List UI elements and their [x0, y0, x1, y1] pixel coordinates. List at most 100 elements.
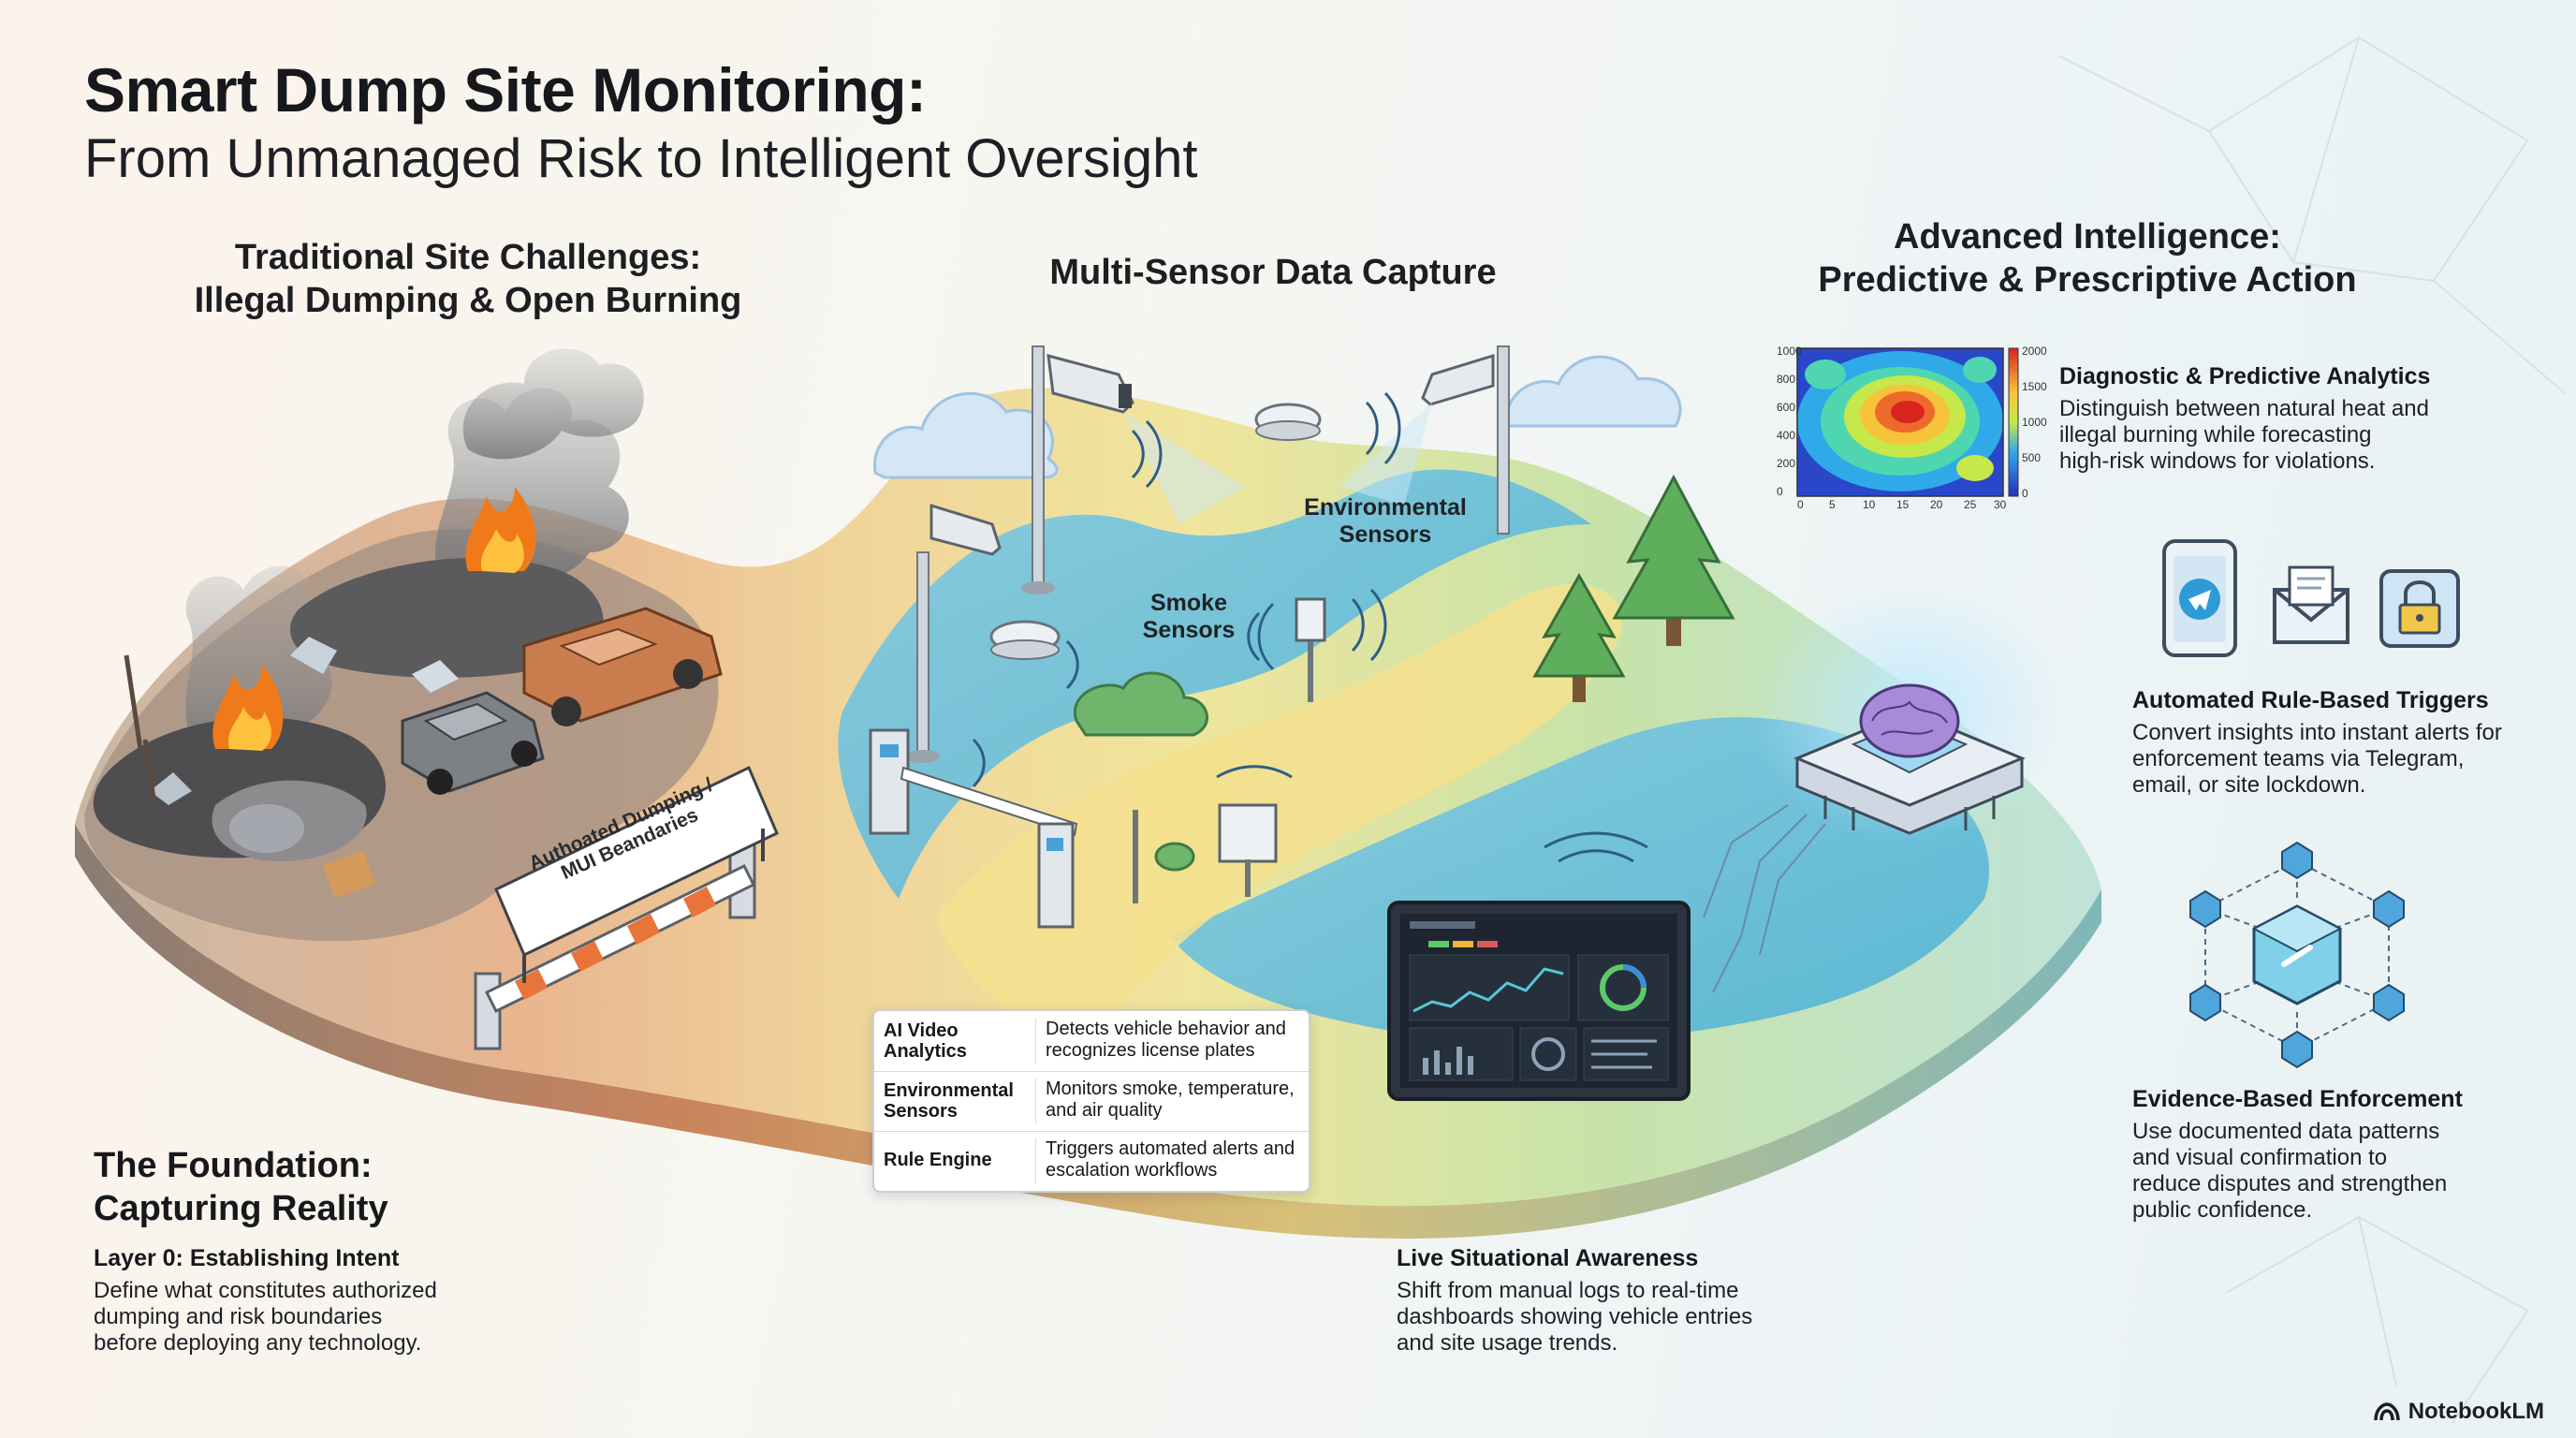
- river: [838, 469, 1591, 899]
- label-smoke-sensors: Smoke Sensors: [1114, 590, 1264, 644]
- cctv-camera-icon: [906, 503, 1002, 763]
- notebooklm-logo-icon: [2373, 1402, 2400, 1421]
- tick-label: 1000: [1777, 345, 1802, 358]
- heading-line: Capturing Reality: [94, 1189, 388, 1228]
- brain-chip-icon: [1703, 683, 2026, 993]
- section-title-line: Predictive & Prescriptive Action: [1818, 260, 2357, 300]
- tick-label: 600: [1777, 401, 1796, 414]
- network-pattern: [2058, 36, 2566, 1424]
- table-row: Rule Engine Triggers automated alerts an…: [874, 1131, 1309, 1191]
- label-line: Smoke: [1150, 590, 1227, 616]
- cctv-camera-icon: [1021, 345, 1245, 594]
- yellow-path: [936, 583, 1622, 1049]
- table-cell-value: Triggers automated alerts and escalation…: [1035, 1138, 1309, 1183]
- heatmap-chart: [1796, 347, 2019, 497]
- table-cell-key: Rule Engine: [884, 1150, 992, 1170]
- heatmap-x-ticks: 0 5 10 15 20 25 30: [1797, 498, 2012, 513]
- sensor-table: AI Video Analytics Detects vehicle behav…: [872, 1009, 1310, 1193]
- section-title-intelligence: Advanced Intelligence: Predictive & Pres…: [1760, 215, 2415, 301]
- tick-label: 5: [1829, 498, 1836, 511]
- tick-label: 10: [1863, 498, 1876, 511]
- fence-post: [124, 654, 157, 806]
- fire-icon: [212, 665, 284, 751]
- text-line: Use documented data patterns: [2132, 1119, 2440, 1144]
- text-line: email, or site lockdown.: [2132, 772, 2366, 798]
- layer0-text: Define what constitutes authorized dumpi…: [94, 1278, 524, 1357]
- text-line: public confidence.: [2132, 1197, 2313, 1223]
- dashboard-monitor-icon: [1387, 901, 1690, 1101]
- text-line: and visual confirmation to: [2132, 1145, 2388, 1170]
- tick-label: 800: [1777, 373, 1796, 386]
- section-title-line: Illegal Dumping & Open Burning: [194, 281, 742, 320]
- layer0-title: Layer 0: Establishing Intent: [94, 1245, 400, 1271]
- cctv-camera-icon: [1339, 345, 1510, 535]
- evidence-text: Use documented data patterns and visual …: [2132, 1119, 2525, 1224]
- text-line: high-risk windows for violations.: [2059, 448, 2376, 474]
- table-cell-key: AI Video Analytics: [884, 1020, 967, 1062]
- diagnostic-title: Diagnostic & Predictive Analytics: [2059, 363, 2431, 389]
- text-line: Convert insights into instant alerts for: [2132, 720, 2502, 745]
- tick-label: 0: [2022, 487, 2028, 500]
- label-line: Sensors: [1339, 521, 1432, 548]
- heatmap-colorbar-ticks: 2000 1500 1000 500 0: [2022, 345, 2056, 504]
- table-cell-value: Detects vehicle behavior and recognizes …: [1035, 1019, 1309, 1064]
- tick-label: 400: [1777, 429, 1796, 442]
- gate-barrier-icon: [474, 765, 779, 1050]
- brand-name: NotebookLM: [2408, 1399, 2544, 1424]
- section-title-line: Advanced Intelligence:: [1894, 217, 2281, 257]
- blockchain-icon: [2189, 841, 2405, 1069]
- tick-label: 1000: [2022, 416, 2047, 429]
- tree-icon: [1532, 572, 1626, 702]
- tick-label: 25: [1964, 498, 1977, 511]
- section-title-line: Traditional Site Challenges:: [234, 238, 702, 277]
- cloud-icon: [873, 391, 1059, 479]
- river-lower: [1170, 717, 1990, 1043]
- table-cell-key: Environmental Sensors: [884, 1080, 1014, 1122]
- text-line: Distinguish between natural heat and: [2059, 396, 2429, 421]
- tick-label: 15: [1896, 498, 1910, 511]
- tick-label: 0: [1797, 498, 1804, 511]
- evidence-title: Evidence-Based Enforcement: [2132, 1086, 2463, 1112]
- text-line: dashboards showing vehicle entries: [1397, 1304, 1753, 1329]
- layer0-block: Layer 0: Establishing Intent Define what…: [94, 1245, 524, 1357]
- tick-label: 500: [2022, 451, 2042, 464]
- tree-icon: [1612, 474, 1735, 646]
- table-row: Environmental Sensors Monitors smoke, te…: [874, 1071, 1309, 1132]
- heading-line: The Foundation:: [94, 1146, 373, 1185]
- label-line: Environmental: [1304, 494, 1467, 521]
- triggers-block: Automated Rule-Based Triggers Convert in…: [2132, 687, 2563, 799]
- heatmap-y-ticks: 1000 800 600 400 200 0: [1777, 345, 1802, 504]
- label-line: Sensors: [1142, 617, 1236, 643]
- tick-label: 20: [1930, 498, 1943, 511]
- live-awareness-text: Shift from manual logs to real-time dash…: [1397, 1278, 1827, 1357]
- smoke-detector-icon: [989, 620, 1061, 660]
- email-icon: [2273, 565, 2349, 644]
- car-icon: [522, 607, 723, 726]
- table-row: AI Video Analytics Detects vehicle behav…: [874, 1011, 1309, 1072]
- text-line: before deploying any technology.: [94, 1330, 422, 1356]
- foundation-heading: The Foundation: Capturing Reality: [94, 1144, 388, 1230]
- tick-label: 1500: [2022, 380, 2047, 393]
- triggers-text: Convert insights into instant alerts for…: [2132, 720, 2563, 799]
- bush: [1073, 671, 1208, 872]
- text-line: Define what constitutes authorized: [94, 1278, 437, 1303]
- telegram-icon: [2162, 539, 2237, 657]
- tick-label: 0: [1777, 485, 1783, 498]
- gate-barrier-icon: [869, 728, 1078, 929]
- triggers-title: Automated Rule-Based Triggers: [2132, 687, 2489, 713]
- smoke-detector-icon: [1254, 403, 1322, 441]
- text-line: illegal burning while forecasting: [2059, 422, 2372, 448]
- cloud-icon: [1505, 355, 1682, 428]
- live-awareness-title: Live Situational Awareness: [1397, 1245, 1699, 1271]
- page-title: Smart Dump Site Monitoring:: [84, 55, 927, 125]
- tick-label: 2000: [2022, 345, 2047, 358]
- tick-label: 30: [1994, 498, 2007, 511]
- text-line: dumping and risk boundaries: [94, 1304, 383, 1329]
- garbage-pile: [93, 557, 604, 899]
- notebooklm-badge: NotebookLM: [2373, 1399, 2544, 1425]
- text-line: reduce disputes and strengthen: [2132, 1171, 2448, 1196]
- evidence-block: Evidence-Based Enforcement Use documente…: [2132, 1086, 2525, 1224]
- page-subtitle: From Unmanaged Risk to Intelligent Overs…: [84, 128, 1198, 189]
- text-line: enforcement teams via Telegram,: [2132, 746, 2465, 771]
